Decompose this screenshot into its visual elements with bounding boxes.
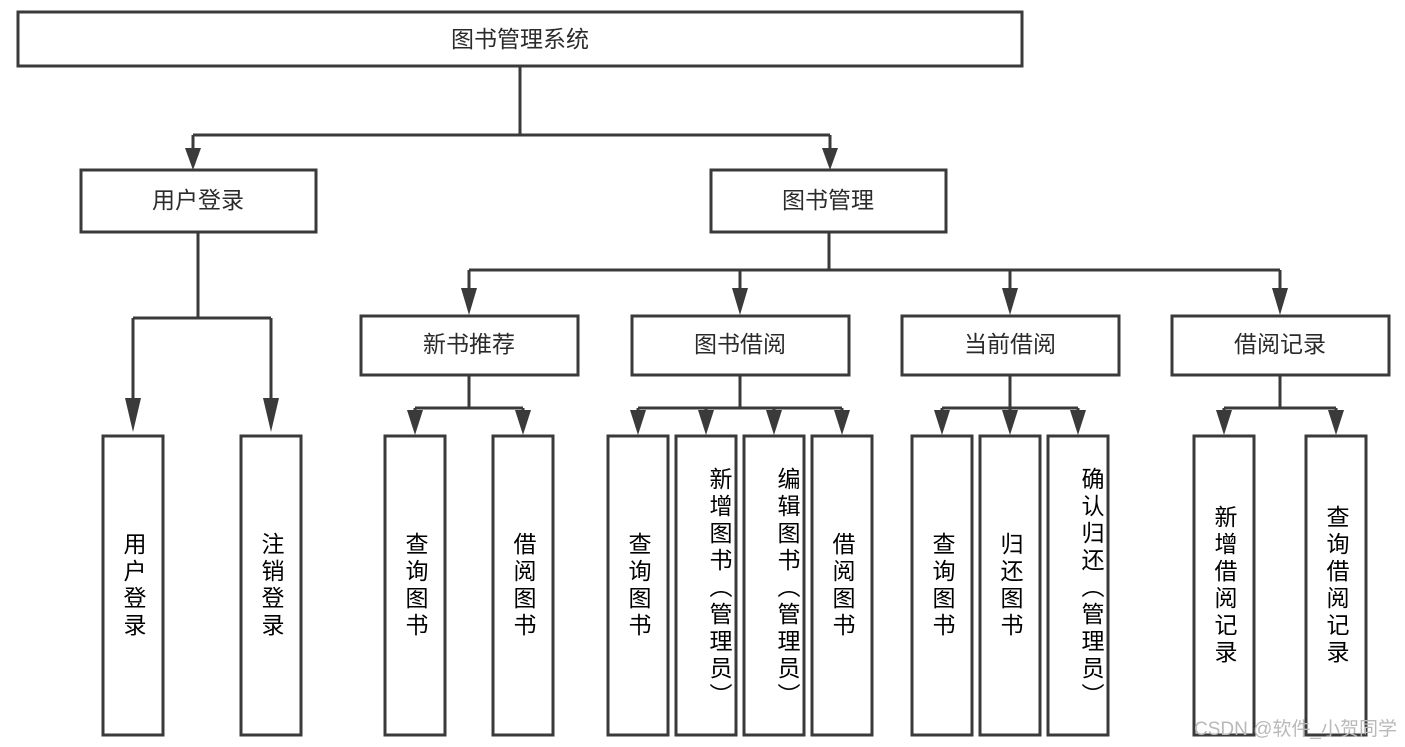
node-current-borrow-box[interactable] (900, 314, 1121, 377)
node-current-borrow[interactable]: 当前借阅 (900, 314, 1121, 377)
arrow-cb-leaf-3 (1070, 410, 1086, 435)
arrow-user-login (185, 148, 201, 170)
leaf-current-borrow-1-label: 查询图书 (929, 531, 955, 640)
leaf-book-borrow-3-box[interactable] (742, 434, 806, 737)
node-current-borrow-label: 当前借阅 (964, 331, 1056, 357)
leaf-node[interactable] (491, 434, 555, 737)
leaf-new-book-2-box[interactable] (491, 434, 555, 737)
node-book-borrow[interactable]: 图书借阅 (630, 314, 851, 377)
node-new-book-recommend-label: 新书推荐 (423, 331, 515, 357)
leaf-current-borrow-2-box[interactable] (978, 434, 1042, 737)
leaf-user-login-1-box[interactable] (101, 434, 165, 737)
arrow-br-leaf-2 (1328, 410, 1344, 435)
node-book-manage-box[interactable] (709, 168, 948, 234)
leaf-node[interactable] (1192, 434, 1256, 737)
leaf-node[interactable] (674, 434, 738, 737)
arrow-cb-leaf-1 (934, 410, 950, 435)
node-book-manage[interactable]: 图书管理 (709, 168, 948, 234)
leaf-new-book-1-box[interactable] (383, 434, 447, 737)
leaf-node[interactable] (1046, 434, 1110, 737)
node-user-login-label: 用户登录 (152, 187, 244, 213)
leaf-current-borrow-3-box[interactable] (1046, 434, 1110, 737)
leaf-node[interactable] (742, 434, 806, 737)
node-borrow-record-label: 借阅记录 (1234, 331, 1326, 357)
arrow-bb-leaf-4 (834, 410, 850, 435)
leaf-node[interactable] (383, 434, 447, 737)
leaf-borrow-record-1-box[interactable] (1192, 434, 1256, 737)
leaf-current-borrow-1-box[interactable] (910, 434, 974, 737)
arrow-leaf-user-login-1 (125, 398, 141, 432)
leaf-user-login-2-label: 注销登录 (258, 531, 284, 640)
leaf-book-borrow-2-box[interactable] (674, 434, 738, 737)
leaf-node[interactable] (910, 434, 974, 737)
arrow-leaf-user-login-2 (263, 398, 279, 432)
node-root-label: 图书管理系统 (451, 26, 589, 52)
leaf-new-book-1-label: 查询图书 (402, 531, 428, 640)
leaf-user-login-1-label: 用户登录 (120, 531, 146, 640)
leaf-current-borrow-3-label: 确认归还（管理员） (1078, 467, 1104, 710)
csdn-watermark: CSDN @软件_小贺同学 (1194, 719, 1397, 740)
arrow-cb-leaf-2 (1002, 410, 1018, 435)
arrow-current-borrow (1002, 288, 1018, 315)
node-new-book-recommend-box[interactable] (359, 314, 580, 377)
arrow-nb-leaf-1 (407, 410, 423, 435)
leaf-book-borrow-2-label: 新增图书（管理员） (706, 467, 732, 710)
leaf-borrow-record-2-label: 查询借阅记录 (1323, 504, 1349, 667)
leaf-book-borrow-4-box[interactable] (810, 434, 874, 737)
arrow-nb-leaf-2 (515, 410, 531, 435)
leaf-book-borrow-1-box[interactable] (606, 434, 670, 737)
arrow-borrow-record (1272, 288, 1288, 315)
node-new-book-recommend[interactable]: 新书推荐 (359, 314, 580, 377)
node-root[interactable]: 图书管理系统 (16, 10, 1024, 68)
leaf-book-borrow-1-label: 查询图书 (625, 531, 651, 640)
leaf-new-book-2-label: 借阅图书 (510, 531, 536, 640)
leaf-node[interactable] (810, 434, 874, 737)
arrow-bb-leaf-3 (766, 410, 782, 435)
node-book-borrow-box[interactable] (630, 314, 851, 377)
leaf-node[interactable] (101, 434, 165, 737)
arrow-bb-leaf-1 (630, 410, 646, 435)
node-book-manage-label: 图书管理 (782, 187, 874, 213)
edge-layer (125, 66, 1344, 435)
leaf-book-borrow-3-label: 编辑图书（管理员） (774, 467, 800, 710)
leaf-borrow-record-2-box[interactable] (1304, 434, 1368, 737)
leaf-borrow-record-1-label: 新增借阅记录 (1211, 504, 1237, 667)
arrow-new-book (461, 288, 477, 315)
node-borrow-record-box[interactable] (1170, 314, 1391, 377)
arrow-book-borrow (732, 288, 748, 315)
node-book-borrow-label: 图书借阅 (694, 331, 786, 357)
arrow-br-leaf-1 (1216, 410, 1232, 435)
leaf-book-borrow-4-label: 借阅图书 (829, 531, 855, 640)
leaf-node[interactable] (978, 434, 1042, 737)
leaf-node[interactable] (239, 434, 303, 737)
leaf-node[interactable] (1304, 434, 1368, 737)
arrow-book-manage (822, 148, 838, 170)
node-user-login-box[interactable] (79, 168, 318, 234)
arrow-bb-leaf-2 (698, 410, 714, 435)
leaf-user-login-2-box[interactable] (239, 434, 303, 737)
leaf-current-borrow-2-label: 归还图书 (997, 531, 1023, 640)
node-root-box[interactable] (16, 10, 1024, 68)
leaf-node[interactable] (606, 434, 670, 737)
node-user-login[interactable]: 用户登录 (79, 168, 318, 234)
node-borrow-record[interactable]: 借阅记录 (1170, 314, 1391, 377)
